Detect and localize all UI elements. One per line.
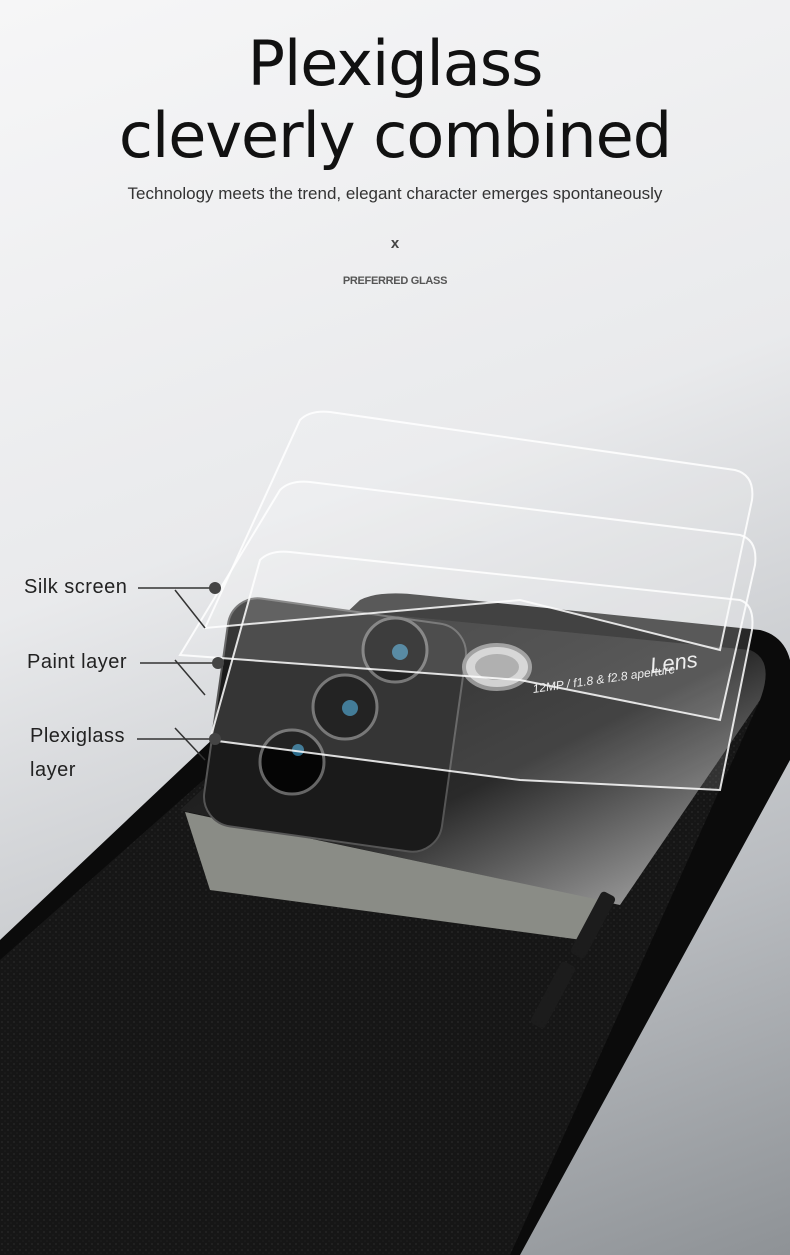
leather-accent-strip <box>185 812 600 940</box>
separator: x <box>390 235 400 252</box>
callout-label-silk-screen: Silk screen <box>24 576 128 598</box>
headline-line-2: cleverly combined <box>118 99 672 172</box>
headline-line-1: Plexiglass <box>247 27 544 100</box>
glass-layer-silk-screen <box>203 410 754 652</box>
glass-layer-paint <box>178 480 757 722</box>
callout-dot <box>212 657 224 669</box>
glass-layer-plexiglass <box>208 550 754 792</box>
camera-lens <box>258 728 326 796</box>
callout-dot <box>209 582 221 594</box>
callout-label-plexiglass: Plexiglass <box>30 725 126 747</box>
callout-label-paint-layer: Paint layer <box>27 651 127 673</box>
callout-label-plexiglass-line2: layer <box>30 759 76 781</box>
subtitle: Technology meets the trend, elegant char… <box>127 184 663 203</box>
callout-dot <box>209 733 221 745</box>
tagline: PREFERRED GLASS <box>342 275 448 287</box>
